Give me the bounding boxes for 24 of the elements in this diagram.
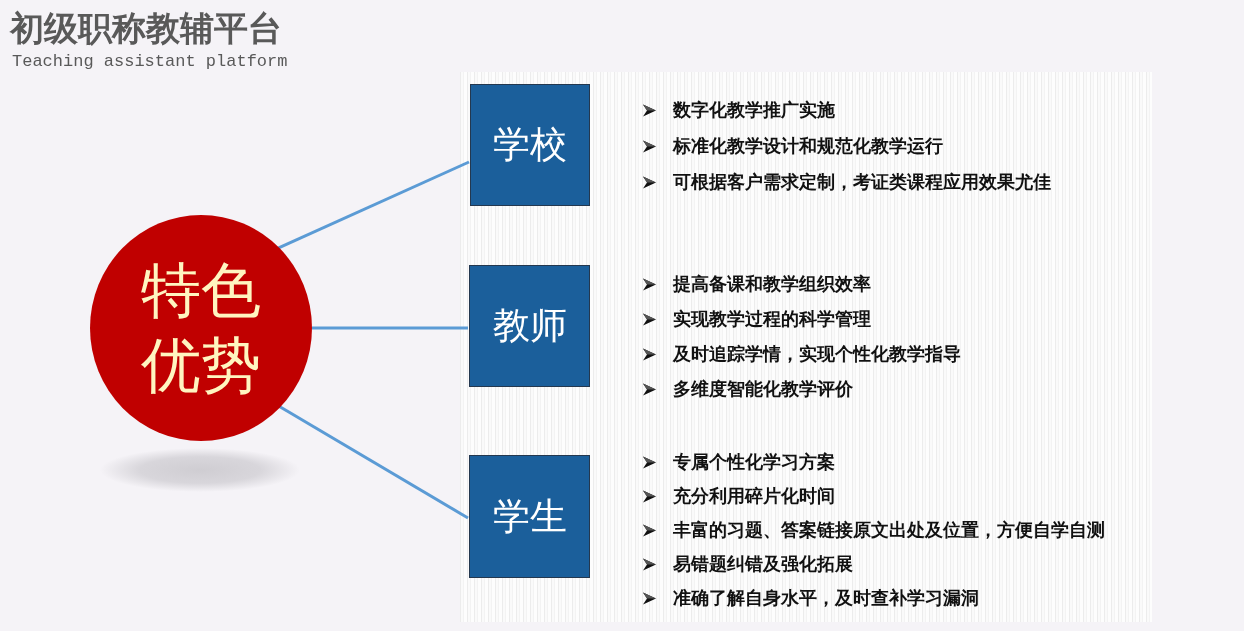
bullet-text: 可根据客户需求定制，考证类课程应用效果尤佳 <box>673 171 1051 194</box>
box-title: 教师 <box>492 304 567 348</box>
bullet-text: 标准化教学设计和规范化教学运行 <box>673 135 943 158</box>
circle-title: 特色优势 <box>140 256 262 401</box>
bullet-text: 多维度智能化教学评价 <box>673 378 853 401</box>
bullet-text: 丰富的习题、答案链接原文出处及位置，方便自学自测 <box>673 519 1105 542</box>
bullet-text: 充分利用碎片化时间 <box>673 485 835 508</box>
connector-line <box>312 326 468 330</box>
bullet-text: 提高备课和教学组织效率 <box>673 273 871 296</box>
connector-line <box>278 405 469 520</box>
box-title: 学生 <box>492 494 567 539</box>
box-title: 学校 <box>493 123 567 167</box>
bullet-text: 数字化教学推广实施 <box>673 99 835 122</box>
connector-line <box>277 160 470 250</box>
bullet-text: 易错题纠错及强化拓展 <box>673 553 853 576</box>
category-box <box>469 265 590 387</box>
bullet-text: 及时追踪学情，实现个性化教学指导 <box>673 343 961 366</box>
bullet-text: 专属个性化学习方案 <box>673 451 835 474</box>
category-box <box>470 84 590 206</box>
bullet-text: 准确了解自身水平，及时查补学习漏洞 <box>673 587 979 610</box>
page-title: 初级职称教辅平台 <box>10 8 282 48</box>
page-subtitle: Teaching assistant platform <box>12 52 288 72</box>
category-box <box>469 455 590 578</box>
bullet-text: 实现教学过程的科学管理 <box>673 308 871 331</box>
